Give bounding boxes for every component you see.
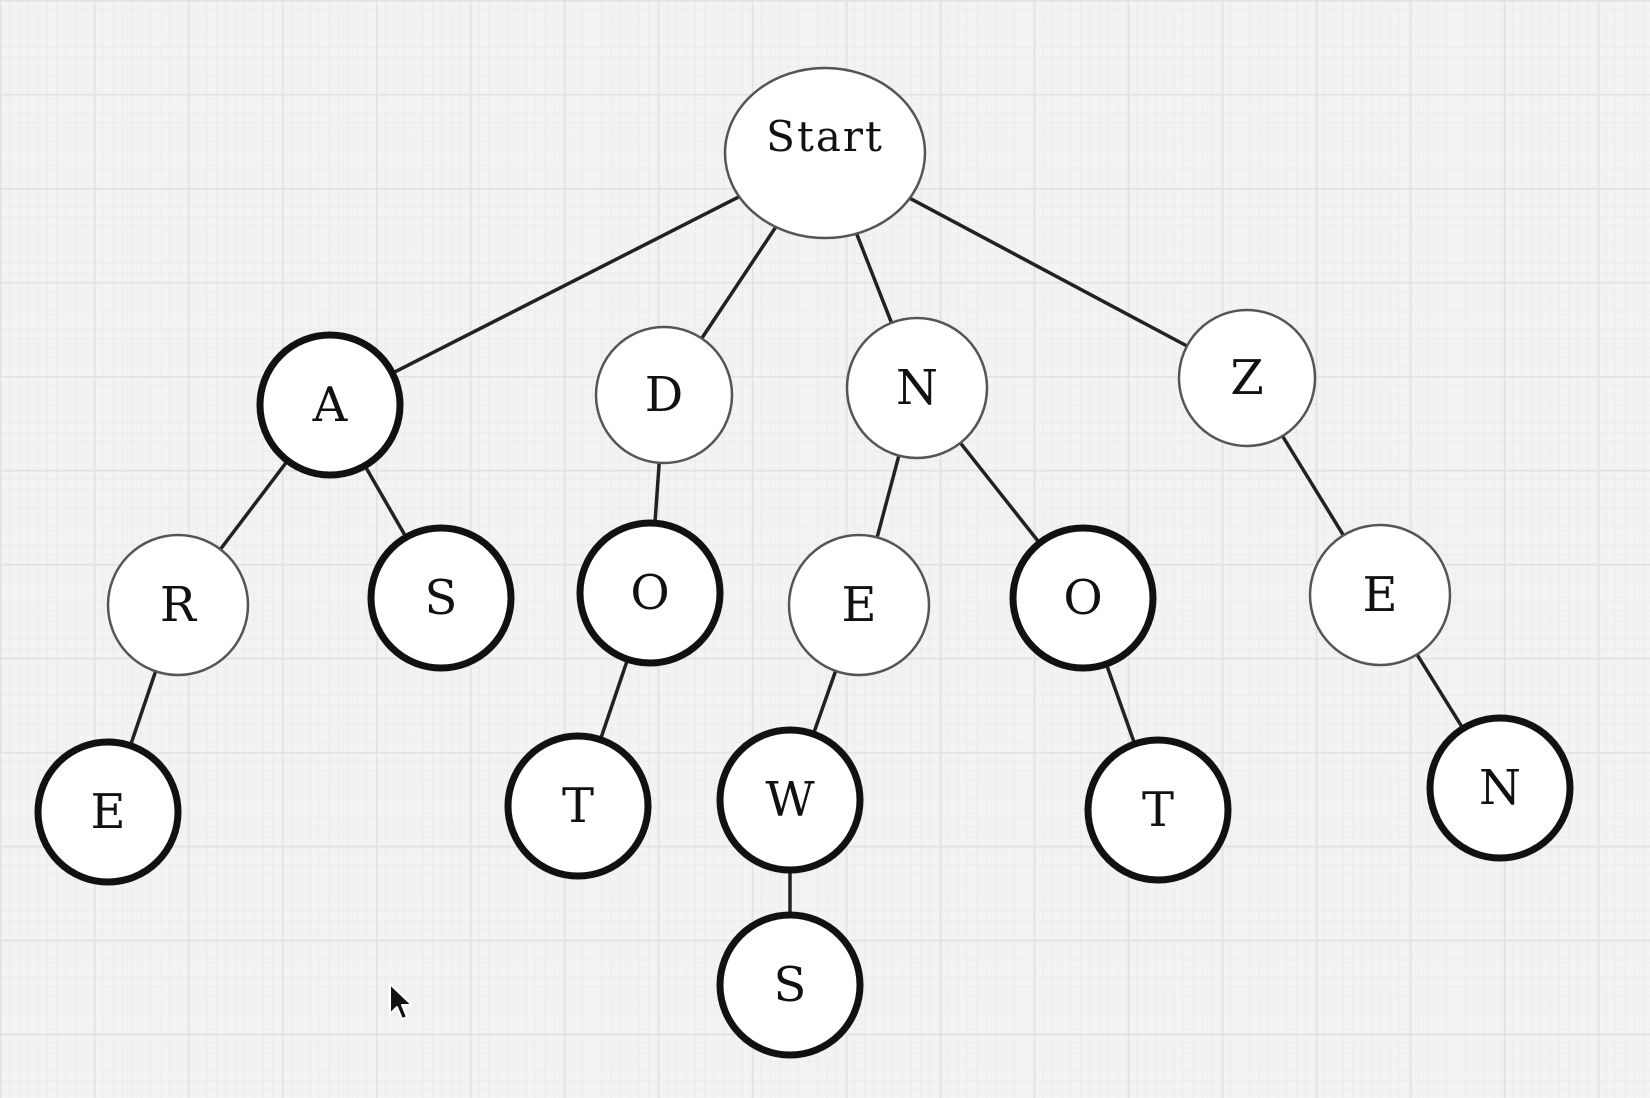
node-no: O — [1009, 524, 1157, 672]
node-label-new: W — [765, 772, 815, 828]
node-do: O — [576, 519, 724, 667]
node-ne: E — [787, 533, 931, 677]
node-zen: N — [1426, 714, 1574, 862]
node-news: S — [716, 911, 864, 1059]
edge-n-ne — [875, 453, 901, 540]
edges-layer — [128, 194, 1465, 917]
node-d: D — [594, 325, 734, 465]
node-label-dot: T — [562, 778, 594, 834]
node-label-z: Z — [1230, 350, 1263, 406]
node-as: S — [367, 524, 515, 672]
node-are: E — [34, 738, 182, 886]
edge-start-z — [907, 196, 1189, 348]
node-circle-ze — [1308, 523, 1452, 667]
node-n: N — [845, 316, 989, 460]
node-label-d: D — [645, 367, 683, 423]
edge-d-do — [653, 461, 661, 525]
node-ze: E — [1308, 523, 1452, 667]
node-ar: R — [106, 533, 250, 677]
node-circle-ne — [787, 533, 931, 677]
node-circle-no — [1009, 524, 1157, 672]
node-circle-news — [716, 911, 864, 1059]
node-circle-do — [576, 519, 724, 667]
node-circle-zen — [1426, 714, 1574, 862]
node-not: T — [1084, 736, 1232, 884]
node-label-are: E — [90, 784, 125, 840]
node-label-start: Start — [766, 112, 884, 161]
edge-start-n — [854, 231, 894, 325]
node-label-not: T — [1142, 782, 1174, 838]
node-circle-new — [716, 726, 864, 874]
node-a: A — [256, 331, 404, 479]
node-new: W — [716, 726, 864, 874]
node-start: Start — [723, 66, 927, 240]
node-label-no: O — [1063, 570, 1102, 626]
node-circle-are — [34, 738, 182, 886]
node-z: Z — [1177, 308, 1317, 448]
edge-ne-new — [811, 669, 838, 736]
node-label-n: N — [896, 360, 938, 416]
node-circle-n — [845, 316, 989, 460]
node-label-news: S — [774, 957, 807, 1013]
node-label-ar: R — [160, 577, 198, 633]
node-circle-ar — [106, 533, 250, 677]
node-circle-not — [1084, 736, 1232, 884]
edge-ze-zen — [1415, 652, 1465, 731]
node-circle-d — [594, 325, 734, 465]
node-label-zen: N — [1479, 760, 1521, 816]
node-label-as: S — [425, 570, 458, 626]
node-label-do: O — [630, 565, 669, 621]
node-dot: T — [504, 732, 652, 880]
node-circle-as — [367, 524, 515, 672]
edge-no-not — [1104, 662, 1137, 746]
edge-do-dot — [598, 657, 630, 742]
edge-a-as — [363, 463, 408, 540]
node-circle-a — [256, 331, 404, 479]
node-label-a: A — [312, 377, 349, 433]
edge-n-no — [958, 441, 1042, 545]
edge-start-a — [390, 194, 741, 375]
edge-ar-are — [128, 669, 158, 748]
node-circle-z — [1177, 308, 1317, 448]
mouse-pointer-icon — [389, 983, 413, 1020]
node-circle-start — [723, 66, 927, 240]
edge-a-ar — [218, 458, 290, 552]
node-label-ze: E — [1362, 567, 1397, 623]
edge-start-d — [699, 225, 778, 341]
node-label-ne: E — [841, 577, 876, 633]
node-circle-dot — [504, 732, 652, 880]
edge-z-ze — [1280, 434, 1346, 538]
